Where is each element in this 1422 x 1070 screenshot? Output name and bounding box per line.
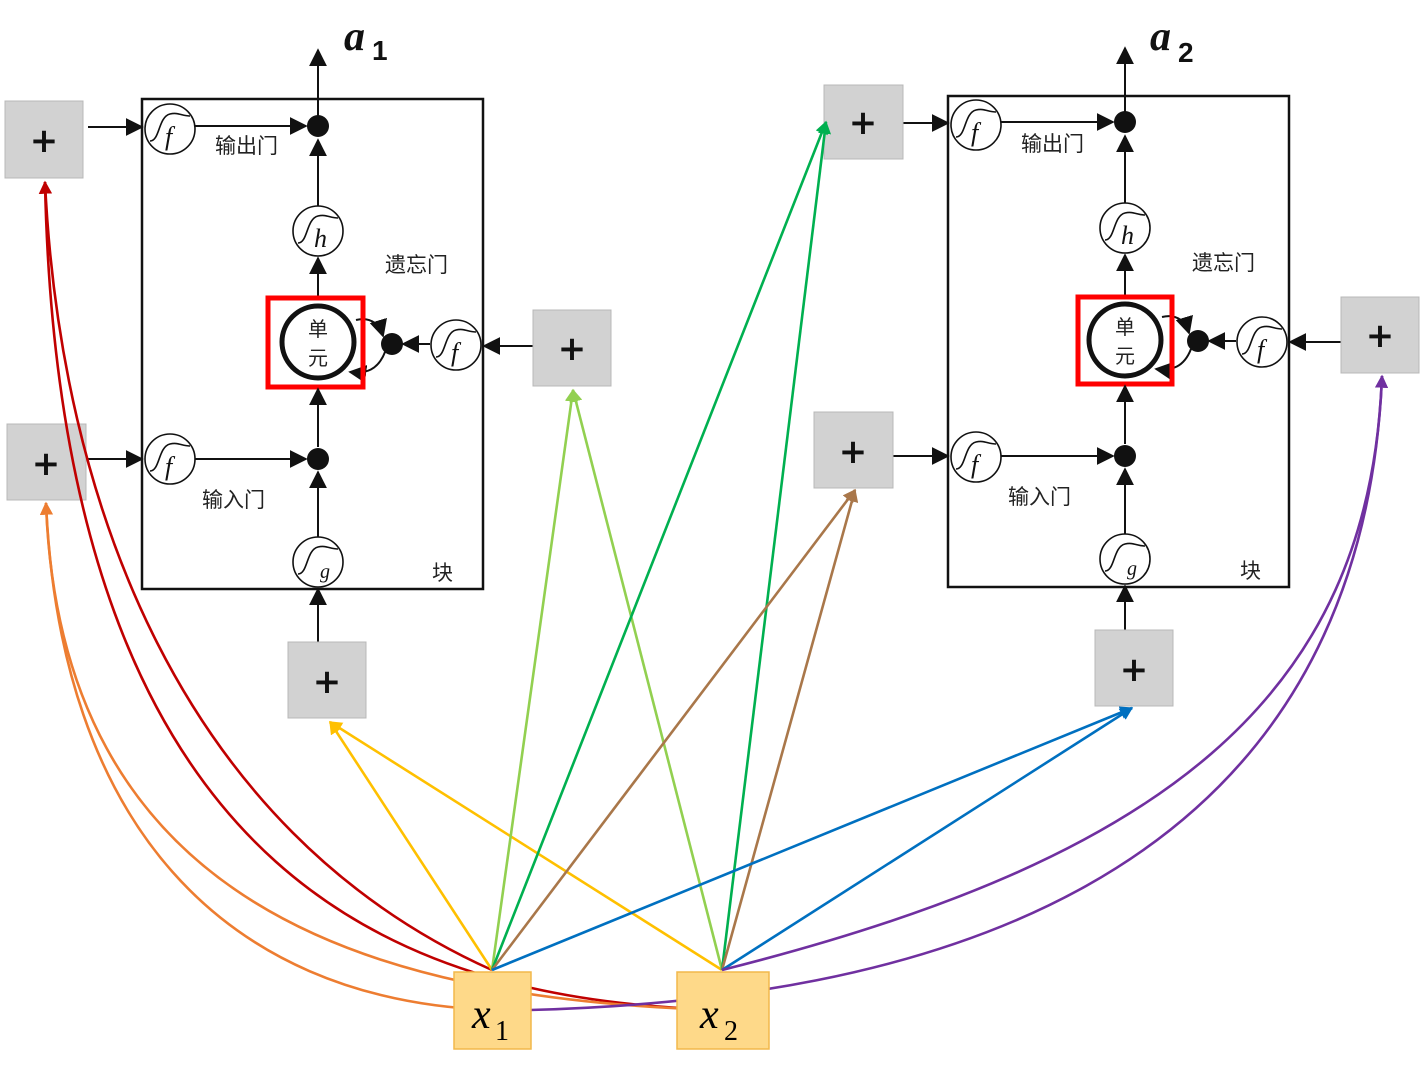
svg-text:f: f [971, 450, 982, 479]
block-2-output-gate-sigmoid: f [950, 99, 1002, 151]
block-1-recurrent-loop-out [348, 351, 386, 383]
block-1-cell-output-sigmoid: h [292, 205, 344, 257]
block-2-cell-input-sigmoid: g [1099, 533, 1151, 585]
svg-text:g: g [1127, 558, 1137, 580]
block-1-forget-gate-label: 遗忘门 [385, 253, 448, 277]
x2-to-block-1-cell-input [328, 720, 723, 972]
block-1-cell-label-1: 单 [308, 317, 328, 341]
block-1-input-gate-sigmoid: f [144, 433, 196, 485]
x2-to-block-2-output-gate [720, 120, 832, 971]
x1-to-block-2-input-gate [490, 488, 857, 971]
input-connections [38, 120, 1389, 1012]
block-1-input-gate-label: 输入门 [202, 488, 265, 512]
svg-text:+: + [558, 329, 587, 369]
block-1-cell-highlight [265, 295, 366, 390]
block-2-input-gate-sum: + [813, 411, 894, 489]
x1-to-block-1-input-gate [40, 501, 493, 1012]
block-1-output-gate-label: 输出门 [215, 134, 278, 158]
block-2-output-gate-label: 输出门 [1021, 132, 1084, 156]
lstm-block-2: a 2 f 输出门 h 遗忘门 f 单 元 [893, 14, 1341, 630]
x2-to-block-2-input-gate [720, 488, 859, 971]
input-x1-symbol: x [471, 992, 491, 1038]
block-2-forget-multiplier [1187, 330, 1209, 352]
input-x2-subscript: 2 [724, 1016, 738, 1047]
svg-text:f: f [165, 122, 176, 151]
block-2-output-symbol: a [1150, 14, 1171, 60]
block-2-cell [1086, 301, 1164, 379]
block-2-forget-gate-sigmoid: f [1236, 316, 1288, 368]
block-2-input-gate-sigmoid: f [950, 431, 1002, 483]
svg-text:+: + [30, 121, 59, 161]
block-2-input-gate-label: 输入门 [1008, 485, 1071, 509]
block-1-forget-multiplier [381, 333, 403, 355]
block-2-label: 块 [1240, 559, 1261, 583]
lstm-block-1: a 1 f 输出门 h 遗忘门 f [88, 14, 533, 642]
block-1-forget-gate-sigmoid: f [430, 319, 482, 371]
x1-to-block-2-cell-input [491, 706, 1134, 972]
block-1-forget-gate-sum: + [532, 309, 612, 387]
x1-to-block-1-cell-input [328, 720, 494, 971]
block-1-output-gate-sigmoid: f [144, 103, 196, 155]
svg-text:+: + [839, 432, 868, 472]
input-x2-symbol: x [699, 992, 719, 1038]
x1-to-block-2-output-gate [490, 120, 828, 971]
block-2-recurrent-loop-in [1161, 314, 1193, 335]
input-x2: x 2 [676, 971, 770, 1050]
block-1-cell-label-2: 元 [308, 346, 328, 370]
block-2-recurrent-loop-out [1154, 348, 1192, 380]
svg-text:+: + [1366, 316, 1395, 356]
block-2-cell-label-2: 元 [1115, 344, 1135, 368]
block-1-output-subscript: 1 [372, 35, 388, 66]
svg-text:+: + [32, 444, 61, 484]
block-1-cell-input-sum: + [287, 641, 367, 719]
svg-text:+: + [313, 662, 342, 702]
input-x1: x 1 [453, 971, 532, 1050]
block-2-cell-input-sum: + [1094, 629, 1174, 707]
svg-text:+: + [849, 103, 878, 143]
input-x1-subscript: 1 [495, 1016, 509, 1047]
block-1-cell [279, 303, 357, 381]
svg-text:f: f [971, 118, 982, 147]
block-1-output-symbol: a [344, 14, 365, 60]
x2-to-block-1-forget-gate [569, 388, 724, 971]
x2-to-block-1-input-gate [39, 501, 723, 1012]
block-1-output-gate-sum: + [4, 100, 84, 179]
svg-text:f: f [165, 452, 176, 481]
x2-to-block-2-cell-input [721, 706, 1134, 972]
block-2-cell-label-1: 单 [1115, 315, 1135, 339]
block-1-input-multiplier [307, 448, 329, 470]
block-2-forget-gate-label: 遗忘门 [1192, 251, 1255, 275]
svg-text:+: + [1120, 650, 1149, 690]
block-1-cell-input-sigmoid: g [292, 536, 344, 588]
block-2-output-subscript: 2 [1178, 37, 1194, 68]
x2-to-block-1-output-gate [38, 180, 721, 1012]
svg-text:f: f [451, 338, 462, 367]
block-2-cell-highlight [1075, 294, 1175, 387]
x1-to-block-1-forget-gate [490, 388, 578, 971]
svg-text:g: g [320, 561, 330, 583]
block-2-output-multiplier [1114, 111, 1136, 133]
svg-text:f: f [1257, 335, 1268, 364]
block-1-label: 块 [432, 561, 453, 585]
block-2-input-multiplier [1114, 445, 1136, 467]
block-2-forget-gate-sum: + [1340, 296, 1420, 374]
x2-to-block-2-forget-gate [721, 374, 1389, 972]
block-1-recurrent-loop-in [355, 317, 387, 338]
x1-to-block-1-output-gate [39, 180, 493, 972]
block-2-output-gate-sum: + [823, 84, 904, 160]
svg-text:h: h [1121, 221, 1134, 250]
block-1-output-multiplier [307, 115, 329, 137]
svg-text:h: h [314, 224, 327, 253]
block-2-cell-output-sigmoid: h [1099, 202, 1151, 254]
